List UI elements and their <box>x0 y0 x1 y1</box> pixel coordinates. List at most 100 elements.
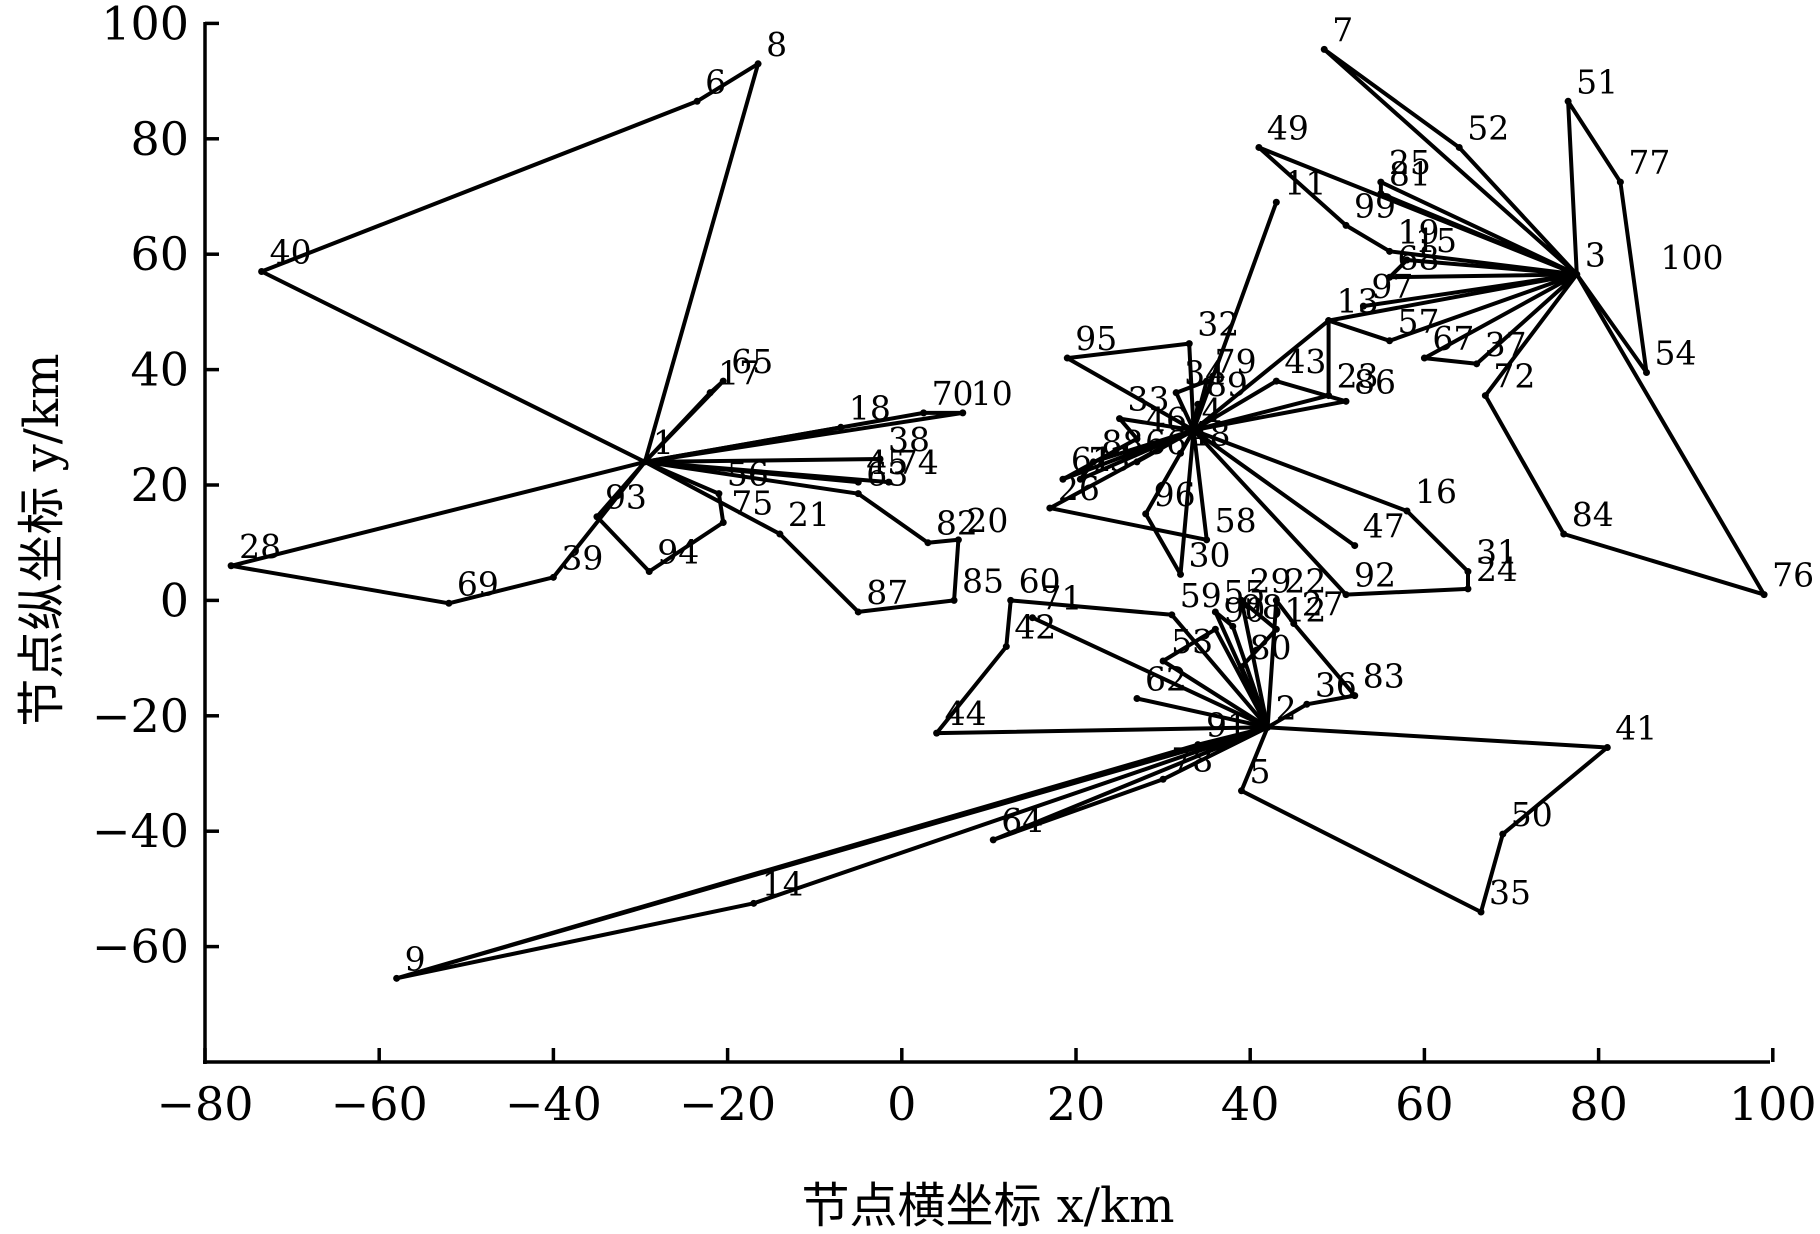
node-label-30: 30 <box>1189 535 1231 574</box>
node-38 <box>876 455 884 463</box>
node-47 <box>1351 542 1359 550</box>
node-label-85: 85 <box>962 561 1004 600</box>
x-tick-label-1: −60 <box>331 1077 428 1131</box>
y-tick-label-2: −20 <box>92 689 189 743</box>
node-label-13: 13 <box>1337 282 1379 321</box>
node-label-63: 63 <box>866 455 908 494</box>
node-label-98: 98 <box>1241 587 1283 626</box>
route-21 <box>991 725 1269 842</box>
node-label-24: 24 <box>1476 550 1518 589</box>
node-label-43: 43 <box>1284 342 1326 381</box>
node-1 <box>641 458 649 466</box>
node-72 <box>1481 392 1489 400</box>
node-85 <box>950 596 958 604</box>
node-53 <box>1159 657 1167 665</box>
node-62 <box>1133 694 1141 702</box>
node-label-25: 25 <box>1389 143 1431 182</box>
node-84 <box>1560 530 1568 538</box>
node-87 <box>854 608 862 616</box>
node-61 <box>1059 475 1067 483</box>
node-69 <box>445 599 453 607</box>
node-94 <box>645 568 653 576</box>
x-tick-label-5: 20 <box>1047 1077 1106 1131</box>
y-tick-label-4: 20 <box>130 458 189 512</box>
node-35 <box>1477 908 1485 916</box>
node-label-54: 54 <box>1655 333 1697 372</box>
node-label-99: 99 <box>1354 186 1396 225</box>
node-16 <box>1403 507 1411 515</box>
node-label-2: 2 <box>1276 688 1297 727</box>
node-25 <box>1377 178 1385 186</box>
node-label-50: 50 <box>1511 795 1553 834</box>
node-label-72: 72 <box>1493 357 1535 396</box>
x-tick-label-2: −40 <box>505 1077 602 1131</box>
node-label-40: 40 <box>270 233 312 272</box>
route-9 <box>595 460 726 574</box>
y-axis-label: 节点纵坐标 y/km <box>14 353 70 726</box>
node-29 <box>1237 596 1245 604</box>
x-tick-label-3: −20 <box>679 1077 776 1131</box>
node-label-1: 1 <box>653 423 674 462</box>
node-label-45: 45 <box>866 443 908 482</box>
node-label-56: 56 <box>727 455 769 494</box>
node-label-8: 8 <box>766 25 787 64</box>
node-52 <box>1455 143 1463 151</box>
node-label-42: 42 <box>1014 608 1056 647</box>
route-15 <box>934 598 1270 736</box>
node-78 <box>1159 775 1167 783</box>
node-label-53: 53 <box>1171 622 1213 661</box>
x-axis-label: 节点横坐标 x/km <box>801 1178 1174 1234</box>
node-label-94: 94 <box>657 533 699 572</box>
node-10 <box>959 409 967 417</box>
route-22 <box>1322 47 1579 276</box>
node-label-34: 34 <box>1184 354 1226 393</box>
node-23 <box>1325 392 1333 400</box>
node-label-16: 16 <box>1415 472 1457 511</box>
y-tick-label-1: −40 <box>92 804 189 858</box>
node-label-76: 76 <box>1772 556 1814 595</box>
node-51 <box>1564 97 1572 105</box>
node-83 <box>1351 692 1359 700</box>
node-97 <box>1359 302 1367 310</box>
node-89 <box>1194 400 1202 408</box>
node-46 <box>1133 435 1141 443</box>
route-4 <box>644 410 965 464</box>
node-label-93: 93 <box>605 478 647 517</box>
route-28 <box>1326 272 1578 343</box>
node-40 <box>258 268 266 276</box>
node-label-82: 82 <box>936 504 978 543</box>
node-28 <box>227 562 235 570</box>
node-label-60: 60 <box>1019 561 1061 600</box>
node-label-71: 71 <box>1040 579 1082 618</box>
node-label-48: 48 <box>1189 414 1231 453</box>
node-75 <box>719 519 727 527</box>
node-label-80: 80 <box>1249 628 1291 667</box>
node-label-17: 17 <box>718 354 760 393</box>
node-label-11: 11 <box>1284 163 1326 202</box>
node-34 <box>1172 389 1180 397</box>
node-label-49: 49 <box>1267 108 1309 147</box>
node-21 <box>776 530 784 538</box>
y-tick-label-5: 40 <box>130 343 189 397</box>
node-20 <box>954 536 962 544</box>
node-39 <box>549 573 557 581</box>
node-label-32: 32 <box>1197 305 1239 344</box>
y-tick-label-6: 60 <box>130 227 189 281</box>
node-label-86: 86 <box>1354 362 1396 401</box>
node-label-29: 29 <box>1249 561 1291 600</box>
node-9 <box>393 974 401 982</box>
node-label-84: 84 <box>1572 495 1614 534</box>
node-92 <box>1342 591 1350 599</box>
node-57 <box>1386 337 1394 345</box>
node-26 <box>1046 504 1054 512</box>
route-10 <box>229 459 647 606</box>
node-77 <box>1616 178 1624 186</box>
x-tick-label-6: 40 <box>1221 1077 1280 1131</box>
route-26 <box>1387 258 1577 280</box>
node-50 <box>1499 830 1507 838</box>
node-31 <box>1464 568 1472 576</box>
node-44 <box>933 729 941 737</box>
node-68 <box>1386 273 1394 281</box>
node-label-39: 39 <box>561 538 603 577</box>
node-label-35: 35 <box>1489 873 1531 912</box>
